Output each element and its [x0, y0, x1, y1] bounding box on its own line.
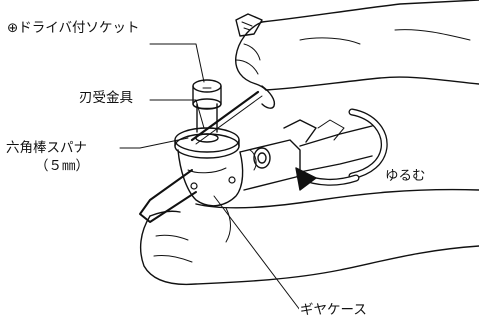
gear-case-drawing — [177, 119, 373, 207]
upper-hand — [235, 0, 479, 109]
socket-drawing — [192, 79, 222, 133]
leader-lines — [119, 43, 301, 311]
lower-hand — [139, 188, 479, 286]
hex-spanner-label: 六角棒スパナ — [5, 140, 88, 156]
socket-label: ⊕ドライバ付ソケット — [6, 20, 141, 36]
hex-spanner-size-label: （５㎜） — [35, 158, 89, 174]
gear-case-label: ギヤケース — [299, 302, 368, 318]
blade-receiver-drawing — [174, 127, 240, 159]
blade-receiver-label: 刃受金具 — [78, 90, 134, 106]
loosen-label: ゆるむ — [385, 168, 426, 184]
loosen-arrow — [295, 108, 388, 191]
